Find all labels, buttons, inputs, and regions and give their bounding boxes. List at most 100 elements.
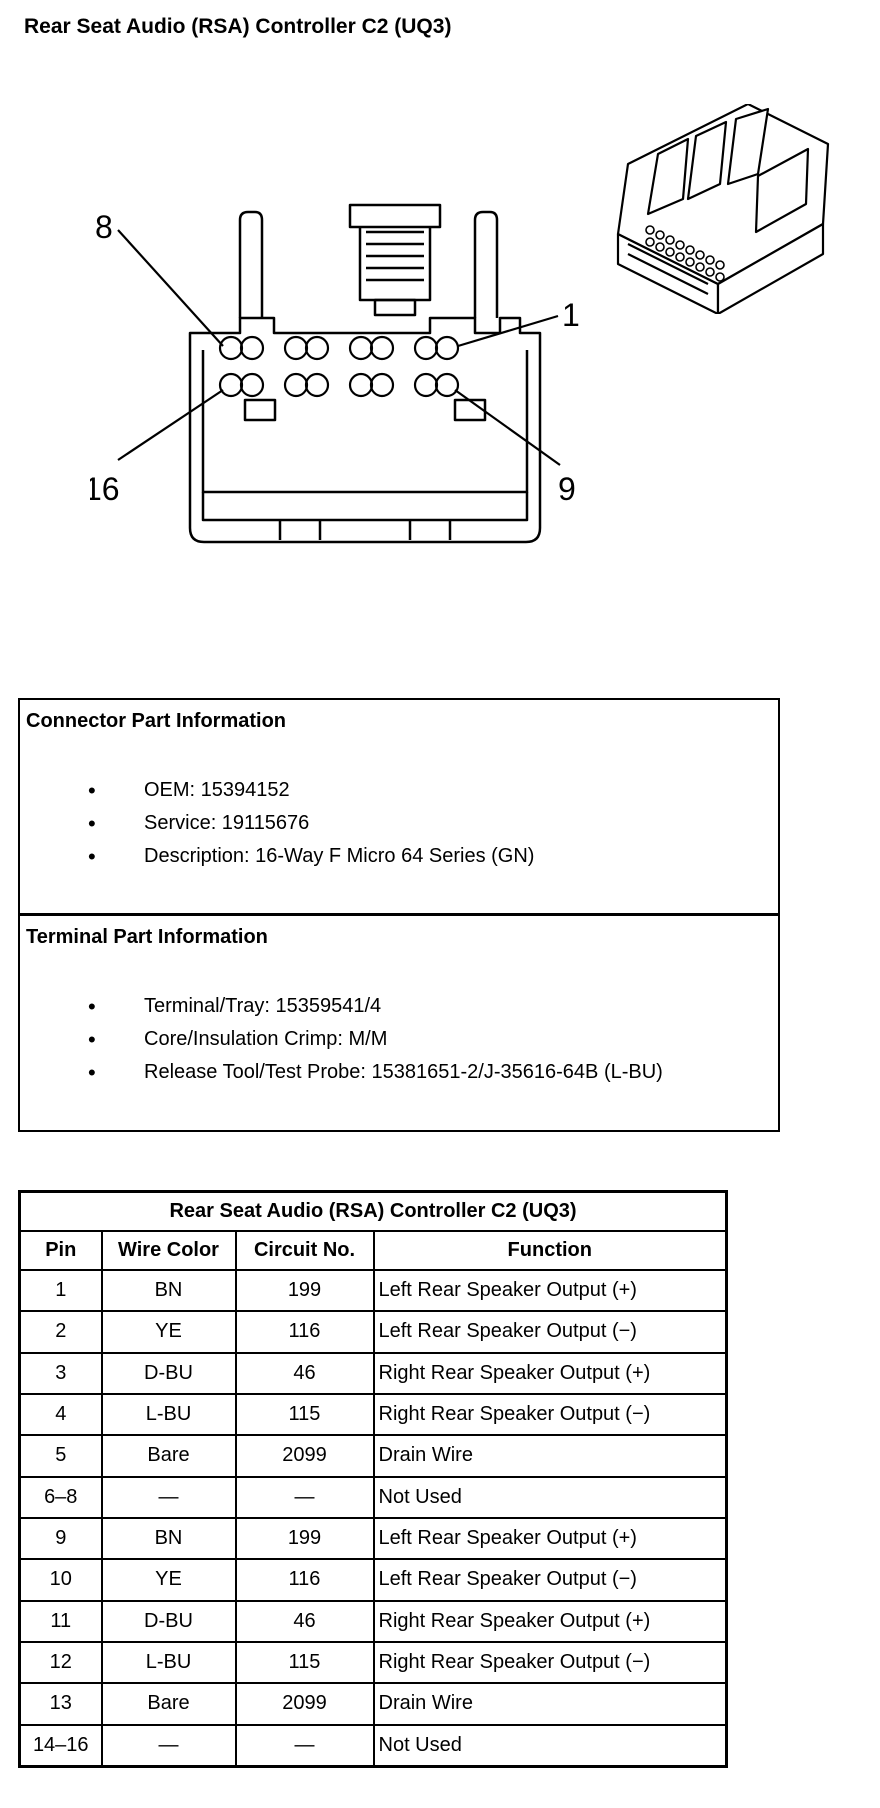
cell-function: Right Rear Speaker Output (+) [372, 1599, 728, 1643]
connector-face-diagram: 8 1 16 9 [90, 203, 580, 544]
list-item: •Description: 16-Way F Micro 64 Series (… [74, 840, 534, 873]
list-item: •Release Tool/Test Probe: 15381651-2/J-3… [74, 1056, 663, 1089]
page-title: Rear Seat Audio (RSA) Controller C2 (UQ3… [24, 15, 452, 38]
cell-circuit-no: 199 [234, 1268, 375, 1313]
leader-pin-16 [117, 389, 224, 461]
column-header-wire-color: Wire Color [100, 1230, 237, 1271]
callout-pin-8: 8 [95, 209, 113, 245]
bullet-icon: • [88, 1027, 96, 1052]
terminal-cavities [218, 335, 460, 398]
cell-wire-color: D-BU [100, 1351, 237, 1395]
cell-pin: 13 [18, 1682, 103, 1726]
cell-function: Drain Wire [372, 1434, 728, 1478]
bullet-icon: • [88, 844, 96, 869]
cell-function: Right Rear Speaker Output (−) [372, 1640, 728, 1685]
cell-circuit-no: 116 [234, 1310, 375, 1354]
connector-part-information: Connector Part Information •OEM: 1539415… [18, 698, 780, 915]
list-item: •OEM: 15394152 [74, 774, 534, 807]
cell-function: Left Rear Speaker Output (+) [372, 1516, 728, 1561]
callout-pin-16: 16 [90, 471, 120, 507]
cell-circuit-no: 2099 [234, 1682, 375, 1726]
cell-wire-color: D-BU [100, 1599, 237, 1643]
table-caption-row: Rear Seat Audio (RSA) Controller C2 (UQ3… [18, 1190, 728, 1232]
cell-function: Drain Wire [372, 1682, 728, 1726]
cell-function: Left Rear Speaker Output (−) [372, 1310, 728, 1354]
cell-pin: 6–8 [18, 1475, 103, 1519]
cell-function: Right Rear Speaker Output (+) [372, 1351, 728, 1395]
cell-circuit-no: 115 [234, 1640, 375, 1685]
table-row: 6–8——Not Used [18, 1475, 728, 1519]
cell-pin: 1 [18, 1268, 103, 1313]
cell-wire-color: BN [100, 1516, 237, 1561]
terminal-part-information: Terminal Part Information •Terminal/Tray… [18, 914, 780, 1132]
cell-function: Left Rear Speaker Output (+) [372, 1268, 728, 1313]
list-item: •Terminal/Tray: 15359541/4 [74, 990, 663, 1023]
column-header-circuit-no: Circuit No. [234, 1230, 375, 1271]
cell-wire-color: YE [100, 1310, 237, 1354]
terminal-info-list: •Terminal/Tray: 15359541/4 •Core/Insulat… [74, 990, 663, 1089]
callout-pin-9: 9 [558, 471, 576, 507]
cell-wire-color: Bare [100, 1434, 237, 1478]
cell-function: Not Used [372, 1475, 728, 1519]
iso-body-side [716, 222, 825, 314]
column-header-pin: Pin [18, 1230, 103, 1271]
cell-circuit-no: 46 [234, 1351, 375, 1395]
cell-function: Left Rear Speaker Output (−) [372, 1558, 728, 1602]
cell-circuit-no: 2099 [234, 1434, 375, 1478]
cavity-row-bottom [218, 372, 460, 398]
connector-housing-outline [188, 316, 542, 544]
callout-pin-1: 1 [562, 297, 580, 333]
cell-wire-color: Bare [100, 1682, 237, 1726]
cell-pin: 11 [18, 1599, 103, 1643]
cell-pin: 9 [18, 1516, 103, 1561]
cell-circuit-no: — [234, 1475, 375, 1519]
connector-info-list: •OEM: 15394152 •Service: 19115676 •Descr… [74, 774, 534, 873]
cell-wire-color: L-BU [100, 1392, 237, 1437]
table-caption: Rear Seat Audio (RSA) Controller C2 (UQ3… [18, 1190, 728, 1232]
latch-tower-left [238, 210, 264, 318]
latch-tower-right [473, 210, 499, 318]
cell-function: Not Used [372, 1723, 728, 1768]
cell-wire-color: — [100, 1475, 237, 1519]
cell-pin: 5 [18, 1434, 103, 1478]
leader-pin-8 [117, 229, 224, 347]
list-item: •Service: 19115676 [74, 807, 534, 840]
cell-pin: 2 [18, 1310, 103, 1354]
cell-pin: 4 [18, 1392, 103, 1437]
cell-pin: 10 [18, 1558, 103, 1602]
cell-circuit-no: 199 [234, 1516, 375, 1561]
cell-function: Right Rear Speaker Output (−) [372, 1392, 728, 1437]
bullet-icon: • [88, 778, 96, 803]
connector-isometric-view [616, 104, 830, 314]
leader-pin-9 [454, 389, 561, 466]
cell-circuit-no: 46 [234, 1599, 375, 1643]
cell-wire-color: L-BU [100, 1640, 237, 1685]
cell-circuit-no: — [234, 1723, 375, 1768]
bullet-icon: • [88, 1060, 96, 1085]
table-header-row: Pin Wire Color Circuit No. Function [18, 1230, 728, 1271]
cell-circuit-no: 115 [234, 1392, 375, 1437]
cell-wire-color: BN [100, 1268, 237, 1313]
cavity-row-top [218, 335, 460, 361]
cell-pin: 3 [18, 1351, 103, 1395]
bullet-icon: • [88, 994, 96, 1019]
cell-pin: 14–16 [18, 1723, 103, 1768]
center-lock-cap [348, 203, 442, 229]
cell-circuit-no: 116 [234, 1558, 375, 1602]
cell-pin: 12 [18, 1640, 103, 1685]
leader-pin-1 [457, 314, 559, 348]
cell-wire-color: YE [100, 1558, 237, 1602]
connector-info-title: Connector Part Information [26, 710, 287, 732]
cell-wire-color: — [100, 1723, 237, 1768]
list-item: •Core/Insulation Crimp: M/M [74, 1023, 663, 1056]
